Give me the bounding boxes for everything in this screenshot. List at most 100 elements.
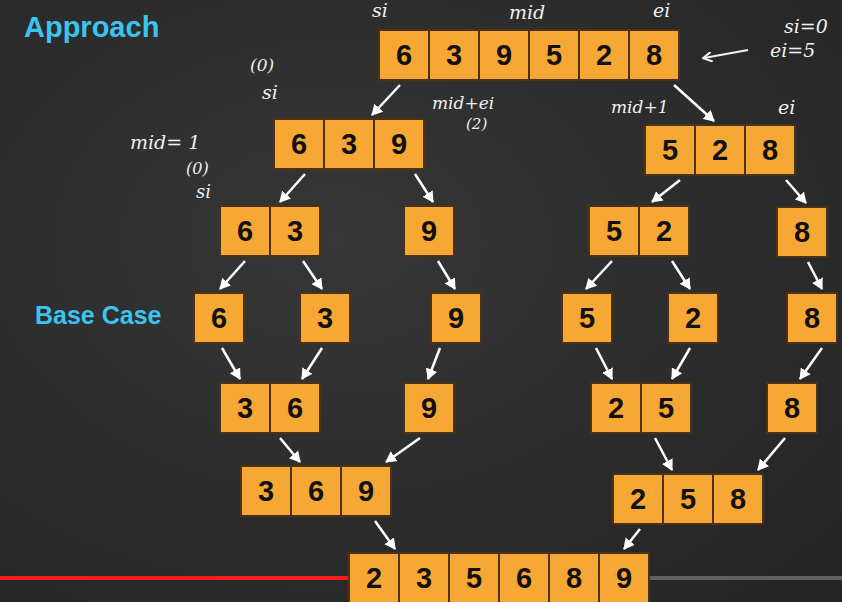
array-cell: 8 <box>776 206 828 258</box>
array-box: 9 <box>430 292 482 344</box>
split-merge-arrow <box>758 438 785 470</box>
array-box: 2 <box>667 292 719 344</box>
handwritten-note: (2) <box>466 116 487 133</box>
split-merge-arrow <box>302 348 322 379</box>
array-cell: 8 <box>548 552 600 602</box>
array-cell: 9 <box>403 382 455 434</box>
array-box: 8 <box>786 292 838 344</box>
array-cell: 9 <box>340 465 392 517</box>
array-cell: 5 <box>588 205 640 257</box>
array-cell: 6 <box>378 29 430 81</box>
array-cell: 9 <box>430 292 482 344</box>
section-label: Base Case <box>35 302 161 330</box>
handwritten-note: (0) <box>186 160 209 178</box>
array-box: 258 <box>612 473 764 525</box>
array-cell: 5 <box>448 552 500 602</box>
split-merge-arrow <box>624 529 640 549</box>
array-box: 36 <box>219 382 321 434</box>
handwritten-note: si=0 <box>784 16 828 37</box>
handwritten-note: ei=5 <box>770 40 815 61</box>
array-cell: 9 <box>478 29 530 81</box>
array-cell: 2 <box>348 552 400 602</box>
array-cell: 8 <box>744 124 796 176</box>
handwritten-note: mid+ei <box>432 94 494 113</box>
array-cell: 5 <box>528 29 580 81</box>
split-merge-arrow <box>586 261 612 289</box>
array-cell: 2 <box>590 382 642 434</box>
array-box: 5 <box>561 292 613 344</box>
array-cell: 2 <box>638 205 690 257</box>
handwritten-note: si <box>372 0 388 21</box>
array-cell: 6 <box>193 292 245 344</box>
array-box: 639 <box>273 118 425 170</box>
array-box: 8 <box>776 206 828 258</box>
array-cell: 8 <box>628 29 680 81</box>
array-cell: 3 <box>428 29 480 81</box>
array-cell: 9 <box>373 118 425 170</box>
split-merge-arrow <box>303 261 322 289</box>
split-merge-arrow <box>372 85 400 115</box>
array-cell: 5 <box>662 473 714 525</box>
split-merge-arrow <box>438 261 455 289</box>
array-cell: 6 <box>269 382 321 434</box>
handwritten-note: mid <box>509 2 545 23</box>
handwritten-note: mid= 1 <box>130 132 200 153</box>
array-box: 9 <box>403 205 455 257</box>
split-merge-arrow <box>220 261 245 289</box>
progress-bar <box>0 576 372 580</box>
array-box: 235689 <box>348 552 650 602</box>
handwritten-note: si <box>196 182 211 202</box>
array-cell: 3 <box>240 465 292 517</box>
split-merge-arrow <box>786 180 806 203</box>
title: Approach <box>24 12 159 44</box>
array-cell: 6 <box>273 118 325 170</box>
array-cell: 8 <box>766 382 818 434</box>
array-box: 9 <box>403 382 455 434</box>
split-merge-arrow <box>222 348 240 379</box>
split-merge-arrow <box>674 85 714 121</box>
handwritten-note: (0) <box>250 56 274 75</box>
handwritten-note: ei <box>653 0 670 21</box>
handwritten-note: mid+1 <box>611 98 669 117</box>
array-box: 25 <box>590 382 692 434</box>
array-box: 8 <box>766 382 818 434</box>
array-cell: 9 <box>403 205 455 257</box>
array-cell: 3 <box>219 382 271 434</box>
pointer-arrow <box>704 50 748 58</box>
split-merge-arrow <box>415 174 433 202</box>
array-cell: 8 <box>786 292 838 344</box>
split-merge-arrow <box>800 348 822 379</box>
array-cell: 5 <box>640 382 692 434</box>
array-cell: 5 <box>561 292 613 344</box>
array-cell: 6 <box>498 552 550 602</box>
split-merge-arrow <box>652 180 680 202</box>
array-cell: 6 <box>290 465 342 517</box>
split-merge-arrow <box>386 438 420 462</box>
split-merge-arrow <box>428 348 440 379</box>
array-box: 3 <box>299 292 351 344</box>
array-cell: 2 <box>667 292 719 344</box>
array-box: 639528 <box>378 29 680 81</box>
split-merge-arrow <box>280 174 305 202</box>
array-cell: 2 <box>612 473 664 525</box>
split-merge-arrow <box>596 348 612 379</box>
array-box: 63 <box>219 205 321 257</box>
array-cell: 2 <box>578 29 630 81</box>
array-cell: 9 <box>598 552 650 602</box>
split-merge-arrow <box>672 261 690 289</box>
array-cell: 3 <box>398 552 450 602</box>
split-merge-arrow <box>808 262 822 289</box>
array-box: 52 <box>588 205 690 257</box>
split-merge-arrow <box>672 348 690 379</box>
handwritten-note: si <box>262 82 278 103</box>
array-box: 528 <box>644 124 796 176</box>
array-box: 369 <box>240 465 392 517</box>
array-cell: 3 <box>323 118 375 170</box>
array-cell: 2 <box>694 124 746 176</box>
array-cell: 3 <box>299 292 351 344</box>
handwritten-note: ei <box>778 97 795 118</box>
split-merge-arrow <box>655 438 672 470</box>
split-merge-arrow <box>375 521 395 549</box>
split-merge-arrow <box>280 438 300 462</box>
array-cell: 3 <box>269 205 321 257</box>
